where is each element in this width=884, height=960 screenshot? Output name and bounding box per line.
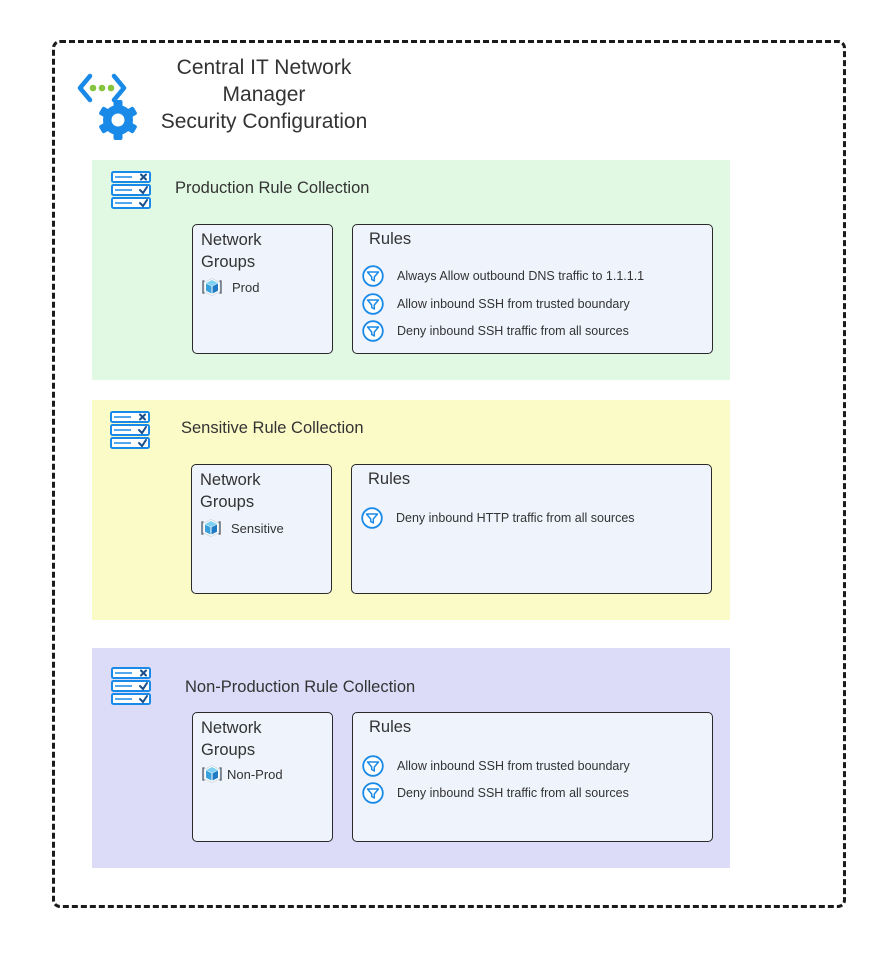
network-groups-label-line-2: Groups [200,493,255,511]
rules-label: Rules [369,230,412,248]
network-manager-gear-icon [77,73,137,140]
filter-icon [362,320,384,342]
network-groups-label: Network Groups [201,717,262,761]
rule-label: Deny inbound SSH traffic from all source… [397,786,629,800]
network-group-label: Prod [232,279,260,295]
network-groups-label-line-2: Groups [201,253,256,271]
network-group-icon [201,518,221,538]
rule-collection-icon [109,410,151,450]
rule-item[interactable]: Always Allow outbound DNS traffic to 1.1… [362,265,644,287]
page-title: Central IT Network Manager Security Conf… [140,54,388,135]
filter-icon [362,755,384,777]
network-groups-box: Network Groups Non-Prod [192,712,333,842]
network-groups-label: Network Groups [200,469,261,513]
rule-label: Allow inbound SSH from trusted boundary [397,759,630,773]
filter-icon [362,293,384,315]
sensitive-rule-collection: Sensitive Rule Collection Network Groups… [92,400,730,620]
rule-item[interactable]: Allow inbound SSH from trusted boundary [362,755,630,777]
rule-label: Allow inbound SSH from trusted boundary [397,297,630,311]
network-group-icon [202,764,222,784]
network-group-label: Non-Prod [227,766,283,782]
network-groups-label: Network Groups [201,229,262,273]
title-line-3: Security Configuration [160,110,368,133]
network-groups-label-line-2: Groups [201,741,256,759]
network-group-icon [202,277,222,297]
filter-icon [361,507,383,529]
rule-item[interactable]: Deny inbound SSH traffic from all source… [362,782,629,804]
rules-box: Rules Always Allow outbound DNS traffic … [352,224,713,354]
title-line-2: Manager [222,83,306,106]
network-group-label: Sensitive [231,520,284,536]
network-group-item[interactable]: Sensitive [201,518,284,538]
rules-box: Rules Allow inbound SSH from trusted bou… [352,712,713,842]
rule-collection-icon [110,170,152,210]
rules-box: Rules Deny inbound HTTP traffic from all… [351,464,712,594]
rule-collection-icon [110,666,152,706]
filter-icon [362,782,384,804]
network-groups-box: Network Groups Prod [192,224,333,354]
network-groups-label-line-1: Network [200,471,261,489]
non-production-rule-collection: Non-Production Rule Collection Network G… [92,648,730,868]
rule-item[interactable]: Deny inbound SSH traffic from all source… [362,320,629,342]
collection-title: Production Rule Collection [175,179,370,197]
production-rule-collection: Production Rule Collection Network Group… [92,160,730,380]
rule-item[interactable]: Allow inbound SSH from trusted boundary [362,293,630,315]
collection-title: Sensitive Rule Collection [181,419,364,437]
filter-icon [362,265,384,287]
rule-label: Always Allow outbound DNS traffic to 1.1… [397,269,645,283]
rule-item[interactable]: Deny inbound HTTP traffic from all sourc… [361,507,635,529]
rule-label: Deny inbound SSH traffic from all source… [397,324,629,338]
network-groups-label-line-1: Network [201,231,262,249]
network-group-item[interactable]: Non-Prod [202,764,283,784]
title-line-1: Central IT Network [176,56,352,79]
network-group-item[interactable]: Prod [202,277,259,297]
network-manager-boundary [52,40,846,908]
rules-label: Rules [369,718,412,736]
collection-title: Non-Production Rule Collection [185,678,416,696]
rules-label: Rules [368,470,411,488]
rule-label: Deny inbound HTTP traffic from all sourc… [396,511,635,525]
network-groups-box: Network Groups Sensitive [191,464,332,594]
network-groups-label-line-1: Network [201,719,262,737]
